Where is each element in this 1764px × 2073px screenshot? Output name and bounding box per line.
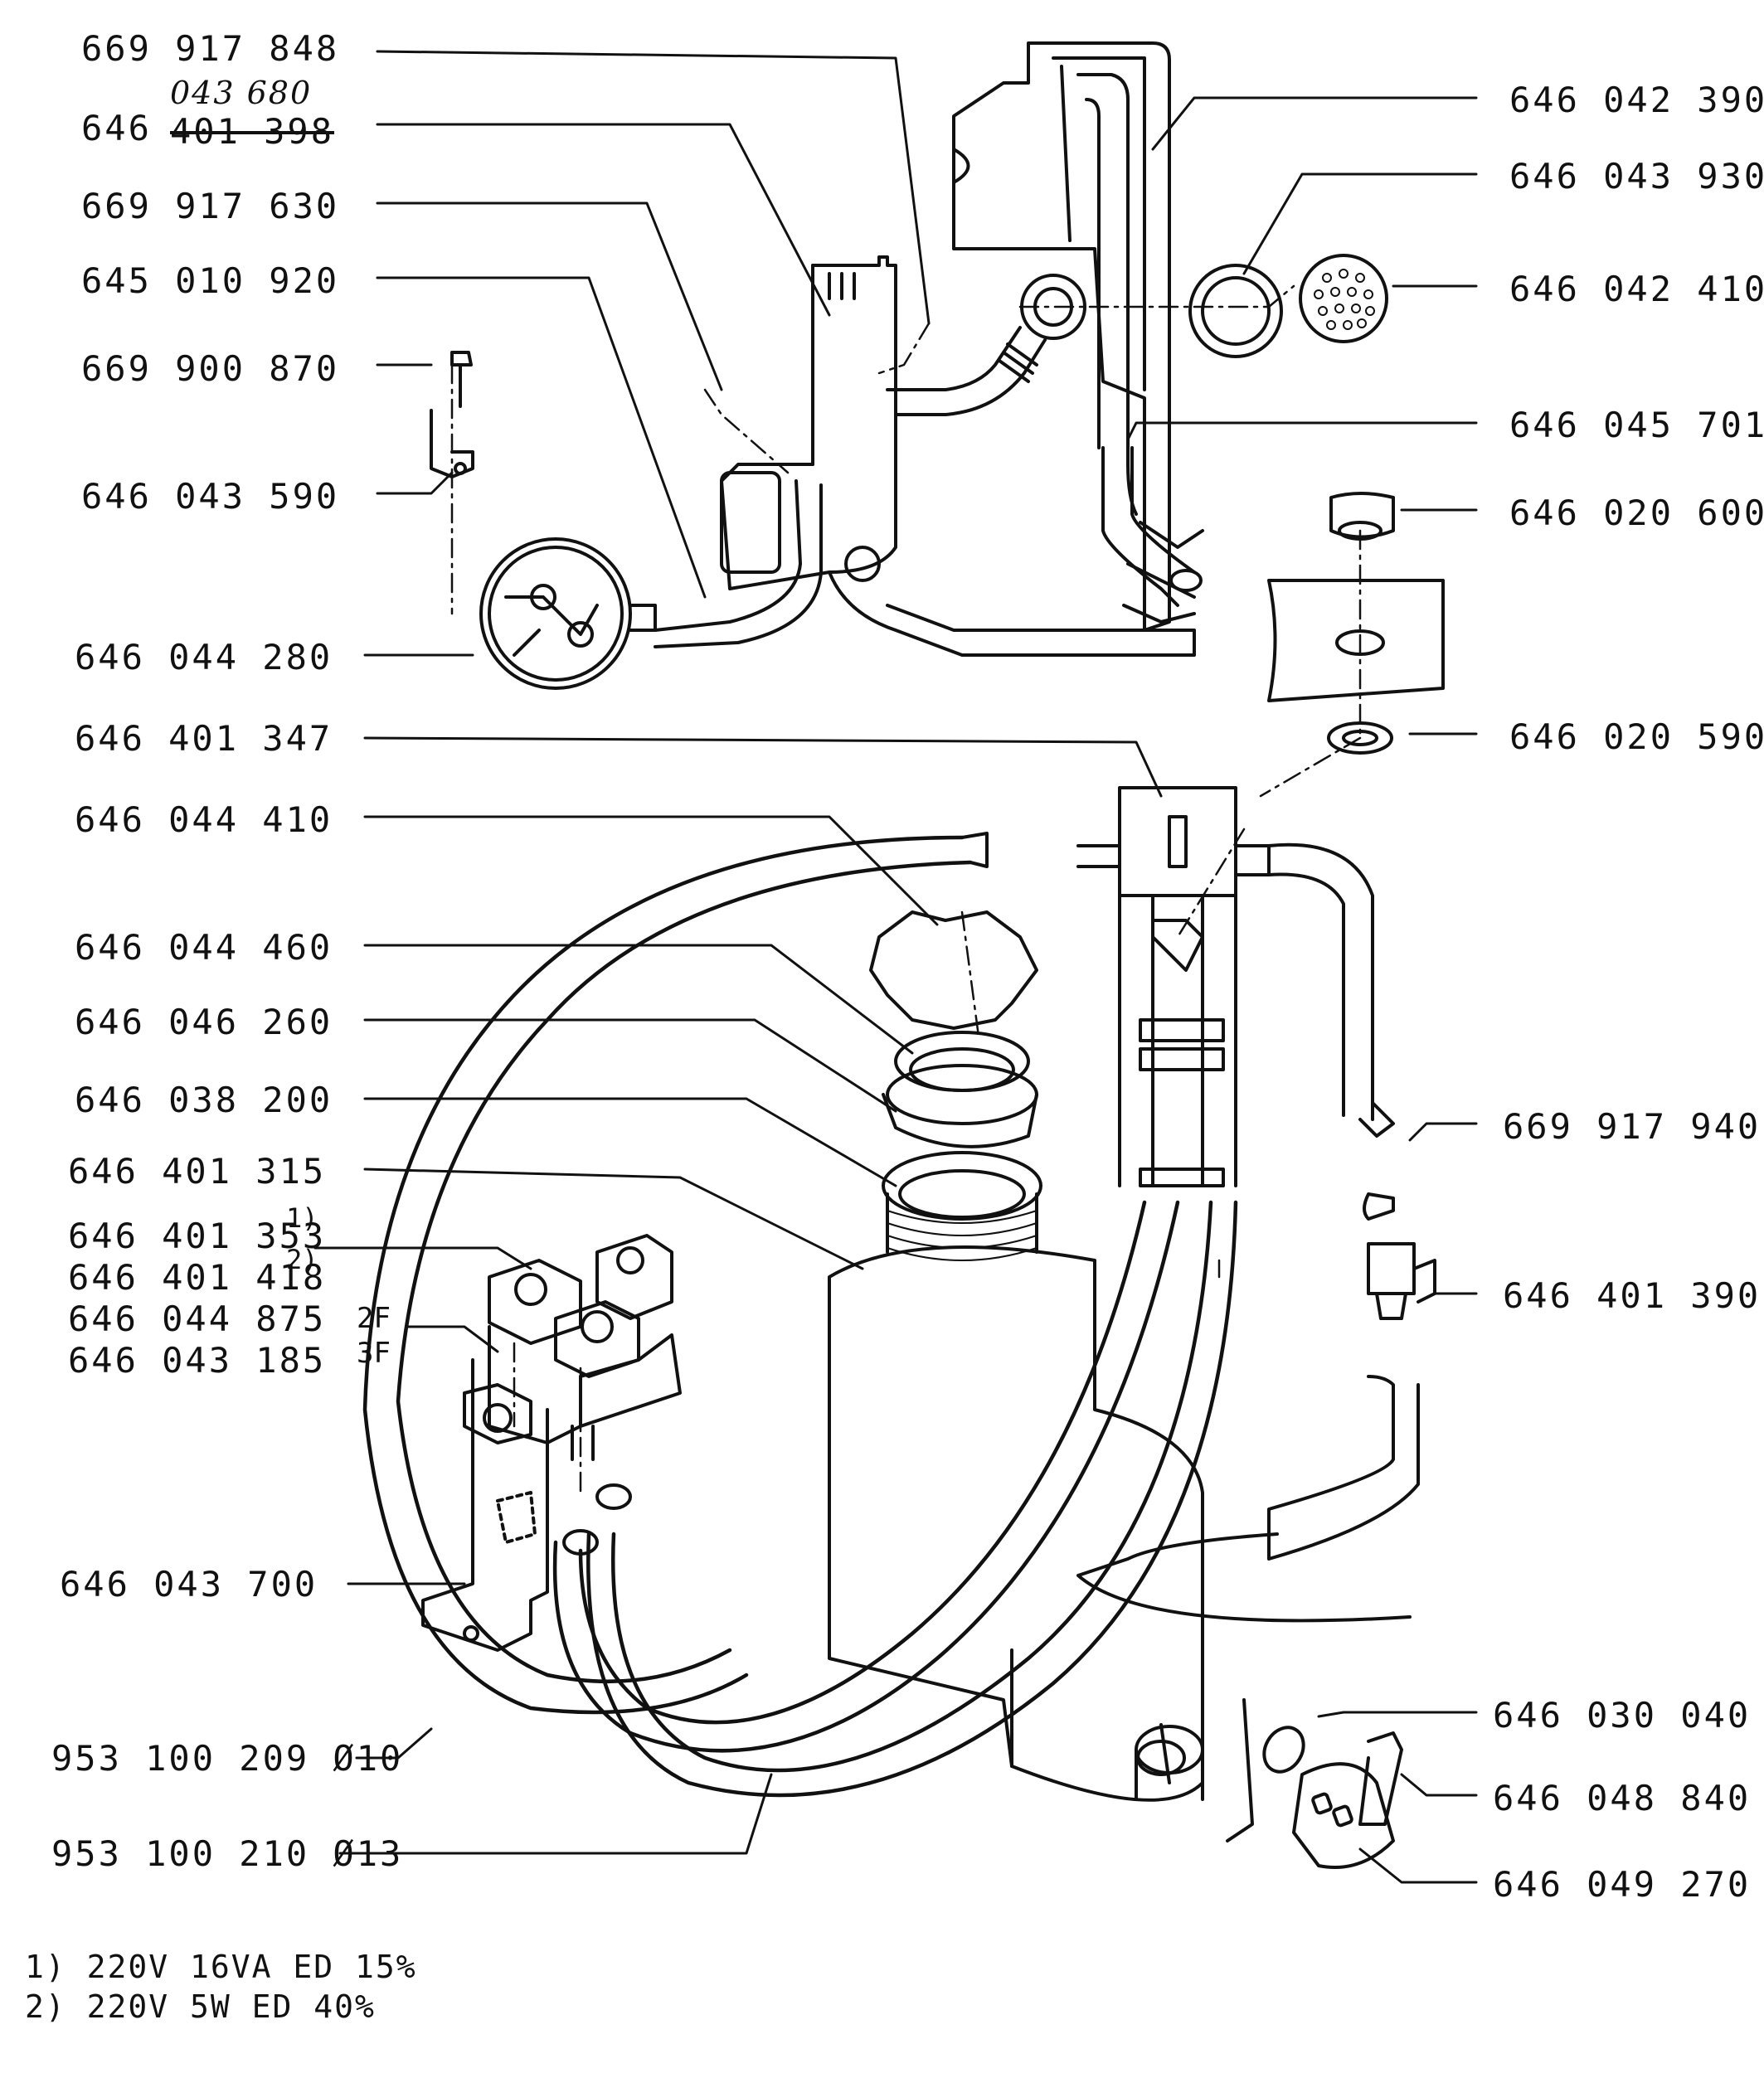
seal-ring-shape — [1188, 264, 1283, 358]
part-label-646043700: 646 043 700 — [60, 1564, 318, 1605]
drain-cap — [1262, 1726, 1403, 1869]
part-label-646044460: 646 044 460 — [75, 927, 333, 968]
valve-tag-2f: 2F — [357, 1302, 391, 1335]
valve-bracket — [421, 1358, 549, 1652]
part-label-669900870: 669 900 870 — [81, 348, 340, 389]
footnote-1: 1) 220V 16VA ED 15% — [25, 1949, 417, 1985]
part-label-646401315: 646 401 315 — [68, 1151, 327, 1192]
part-label-646045701: 646 045 701 — [1509, 405, 1764, 445]
leader-lines-left — [313, 50, 1163, 1855]
part-label-646020600: 646 020 600 — [1509, 493, 1764, 533]
nut-assembly — [1267, 492, 1445, 755]
part-label-646042390: 646 042 390 — [1509, 80, 1764, 120]
part-label-646043185: 646 043 185 — [68, 1340, 327, 1381]
right-hoses — [1076, 842, 1436, 1623]
valve-tag-3f: 3F — [357, 1337, 391, 1370]
part-label-646401418: 646 401 418 — [68, 1257, 327, 1298]
leader-lines-right — [1126, 96, 1478, 1884]
sieve-filter-shape — [1299, 254, 1388, 343]
salt-container — [828, 1245, 1204, 1802]
tube-ends — [562, 832, 989, 1556]
part-label-646038200: 646 038 200 — [75, 1080, 333, 1120]
footnote-mark-1: 1) — [286, 1202, 318, 1234]
part-label-646401353: 646 401 353 — [68, 1216, 327, 1256]
part-label-646042410: 646 042 410 — [1509, 269, 1764, 309]
salt-cap-rings — [869, 910, 1042, 1261]
part-label-669917848: 669 917 848 — [81, 28, 340, 69]
part-label-646401390: 646 401 390 — [1503, 1275, 1762, 1316]
footnote-mark-2: 2) — [286, 1244, 318, 1275]
salt-outlet — [1135, 1698, 1254, 1842]
solenoid-valve-shape — [463, 1234, 682, 1461]
struck-part-number: 401 398 — [170, 111, 335, 152]
part-label-646044280: 646 044 280 — [75, 637, 333, 677]
screw-clip — [430, 351, 474, 478]
part-label-646048840: 646 048 840 — [1493, 1778, 1752, 1818]
part-label-646043930: 646 043 930 — [1509, 156, 1764, 197]
part-label-646044410: 646 044 410 — [75, 799, 333, 840]
part-label-646049270: 646 049 270 — [1493, 1864, 1752, 1905]
part-label-646046260: 646 046 260 — [75, 1002, 333, 1042]
sensor-hose — [654, 479, 823, 648]
vent-tubes — [1101, 446, 1204, 624]
part-label-669917630: 669 917 630 — [81, 186, 340, 226]
part-label-646401347: 646 401 347 — [75, 718, 333, 759]
hose-loops — [362, 835, 1238, 1798]
part-label-953100210: 953 100 210 Ø13 — [51, 1833, 404, 1874]
part-label-646020590: 646 020 590 — [1509, 716, 1764, 757]
assembly-axes — [450, 284, 1362, 1494]
part-label-646044875: 646 044 875 — [68, 1299, 327, 1339]
part-label-645010920: 645 010 920 — [81, 260, 340, 301]
part-label-646030040: 646 030 040 — [1493, 1695, 1752, 1736]
handwritten-correction: 043 680 — [170, 75, 313, 111]
footnote-2: 2) 220V 5W ED 40% — [25, 1988, 376, 2025]
part-label-646043590: 646 043 590 — [81, 476, 340, 517]
part-label-953100209: 953 100 209 Ø10 — [51, 1738, 404, 1779]
part-label-669917940: 669 917 940 — [1503, 1106, 1762, 1147]
breather-hose — [886, 274, 1086, 416]
part-label-646-prefix: 646 — [81, 108, 152, 148]
pressure-switch-shape — [479, 537, 657, 690]
distribution-block — [1076, 786, 1271, 1187]
dispenser-body — [720, 255, 1196, 657]
